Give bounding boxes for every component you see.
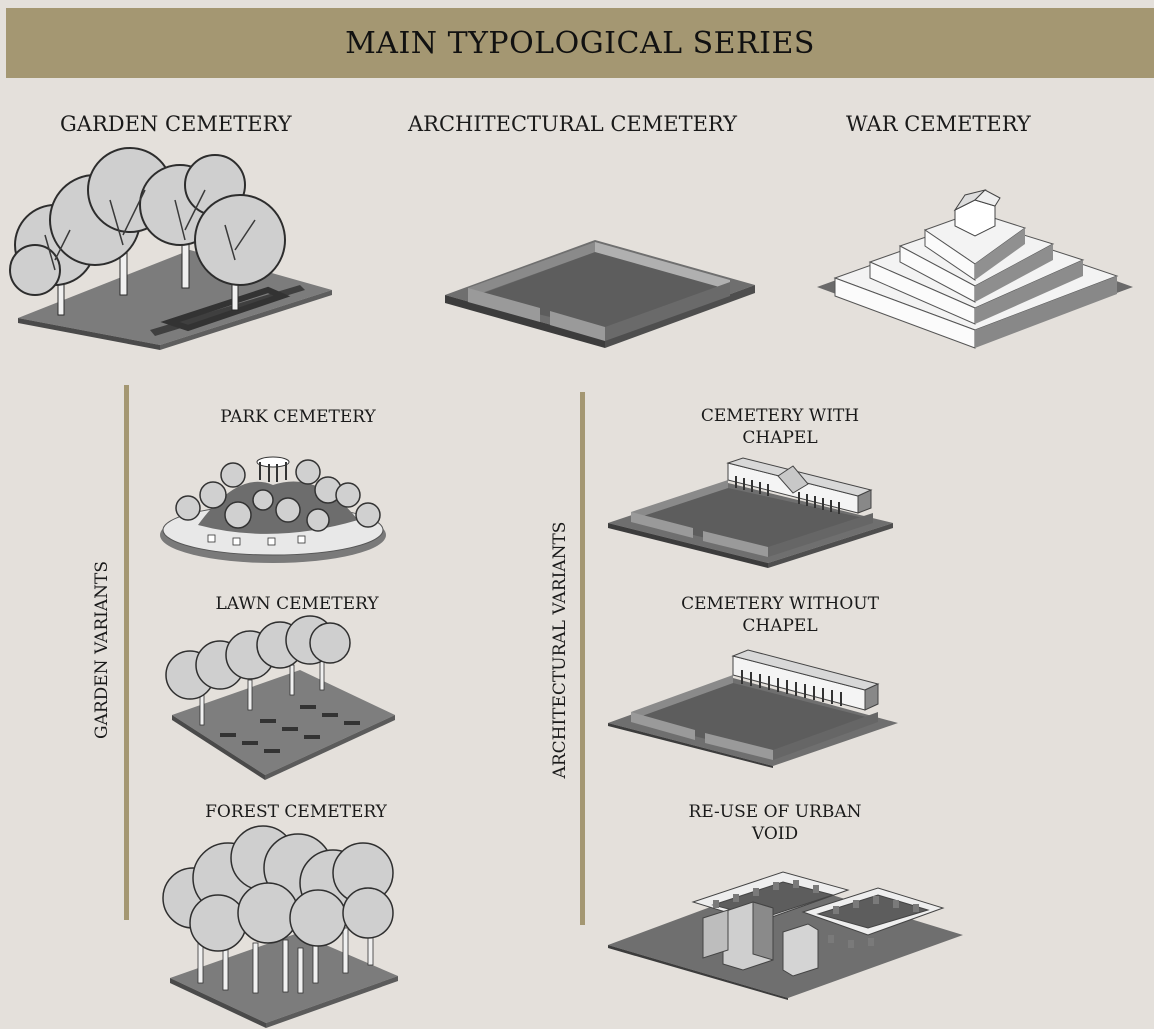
urban-void-line-2: VOID — [751, 824, 799, 844]
park-cemetery-illustration — [160, 456, 386, 563]
lawn-grave-plots — [220, 705, 360, 753]
enclosure-wall-front-left — [468, 288, 540, 322]
urban-void-illustration — [608, 871, 963, 1000]
cemetery-with-chapel-label: CEMETERY WITH CHAPEL — [660, 405, 900, 449]
garden-variants-label: GARDEN VARIANTS — [92, 560, 112, 740]
architectural-cemetery-label: ARCHITECTURAL CEMETERY — [408, 112, 737, 136]
enclosure-wall-back-left — [468, 242, 595, 298]
garden-path — [150, 285, 305, 336]
park-cemetery-label: PARK CEMETERY — [220, 407, 376, 427]
arcade-building — [731, 649, 880, 711]
urban-void-line-1: RE-USE OF URBAN — [688, 802, 862, 822]
garden-variants-bar — [124, 385, 129, 920]
enclosure-wall-front-right — [605, 282, 730, 341]
architectural-variants-label: ARCHITECTURAL VARIANTS — [550, 521, 570, 779]
lawn-cemetery-label: LAWN CEMETERY — [215, 594, 379, 614]
lawn-cemetery-illustration — [165, 615, 395, 780]
enclosure-wall-back-right — [595, 242, 730, 290]
title-banner: MAIN TYPOLOGICAL SERIES — [6, 8, 1154, 78]
park-pavilion — [256, 456, 290, 482]
memorial-chapel — [953, 189, 1001, 237]
urban-void-label: RE-USE OF URBAN VOID — [650, 801, 900, 845]
architectural-variants-bar — [580, 392, 585, 925]
cemetery-without-chapel-line-2: CHAPEL — [742, 616, 818, 636]
cemetery-with-chapel-illustration — [608, 457, 893, 568]
lawn-trees — [165, 615, 351, 700]
cemetery-with-chapel-line-2: CHAPEL — [742, 428, 818, 448]
cemetery-without-chapel-line-1: CEMETERY WITHOUT — [681, 594, 879, 614]
urban-buildings — [691, 871, 945, 977]
war-cemetery-label: WAR CEMETERY — [846, 112, 1031, 136]
cemetery-without-chapel-illustration — [608, 649, 898, 768]
page-title: MAIN TYPOLOGICAL SERIES — [345, 25, 815, 61]
forest-cemetery-illustration — [162, 825, 398, 1028]
architectural-cemetery-illustration — [445, 240, 755, 348]
chapel-arcade — [726, 457, 873, 514]
lawn-ground — [172, 670, 395, 775]
forest-trees — [162, 825, 394, 952]
chapel-roof — [777, 465, 809, 494]
garden-cemetery-label: GARDEN CEMETERY — [60, 112, 292, 136]
cemetery-without-chapel-label: CEMETERY WITHOUT CHAPEL — [645, 593, 915, 637]
cemetery-with-chapel-line-1: CEMETERY WITH — [700, 406, 860, 426]
garden-cemetery-illustration — [9, 147, 332, 350]
war-cemetery-illustration — [817, 189, 1133, 349]
tree-canopies — [9, 147, 286, 296]
park-trees — [175, 459, 381, 532]
forest-cemetery-label: FOREST CEMETERY — [205, 802, 387, 822]
